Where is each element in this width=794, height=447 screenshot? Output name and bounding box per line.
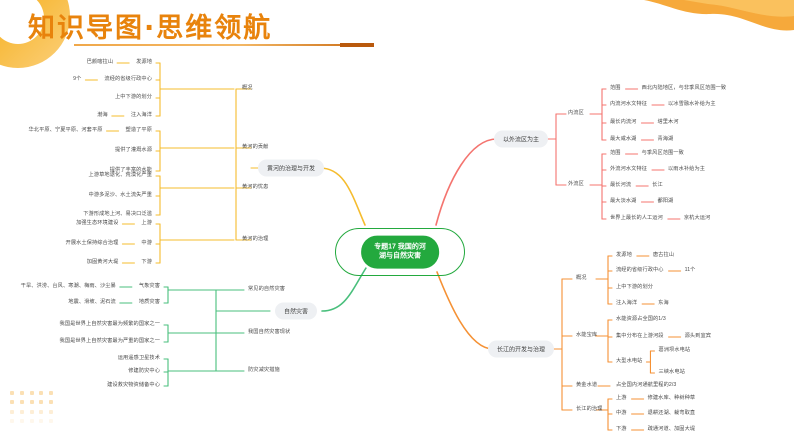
leaf-label: 内流河水文特征 bbox=[610, 101, 648, 108]
leaf-label: 气象灾害 bbox=[138, 283, 160, 290]
group-title-水能宝库: 水能宝库 bbox=[576, 332, 598, 339]
leaf-detail: 9个 bbox=[73, 76, 82, 83]
leaf-label: 地质灾害 bbox=[138, 299, 160, 306]
leaf-label: 世界上最长的人工运河 bbox=[610, 215, 663, 222]
leaf-detail: 以雨水补给为主 bbox=[668, 166, 706, 173]
leaf-detail: 唐古拉山 bbox=[652, 252, 675, 259]
group-title-概况: 概况 bbox=[242, 85, 253, 92]
leaf-detail: 11个 bbox=[684, 267, 696, 274]
leaf-detail: 与季风区范围一致 bbox=[641, 150, 684, 157]
group-title-黄河的治理: 黄河的治理 bbox=[242, 236, 269, 243]
leaf-detail: 华北平原、宁夏平原、河套平原 bbox=[28, 127, 103, 134]
group-title-黄河的贡献: 黄河的贡献 bbox=[242, 144, 269, 151]
center-node-line2: 湖与自然灾害 bbox=[378, 253, 421, 260]
leaf-detail: 修建水库、种树种草 bbox=[647, 395, 696, 402]
leaf-label: 最长内流河 bbox=[610, 119, 637, 126]
leaf-detail: 疏通河道、加固大堤 bbox=[647, 426, 696, 433]
leaf-label: 塑造了平原 bbox=[125, 127, 152, 134]
leaf-label: 上中下游的划分 bbox=[114, 94, 152, 101]
leaf-detail: 东海 bbox=[658, 300, 669, 307]
leaf-label: 下游形成地上河、易决口泛滥 bbox=[83, 211, 152, 218]
leaf-label: 流经的省级行政中心 bbox=[616, 267, 664, 274]
leaf-detail: 京杭大运河 bbox=[683, 215, 711, 222]
leaf-detail: 长江 bbox=[652, 182, 663, 189]
leaf-label: 提供了灌溉水源 bbox=[114, 147, 152, 154]
leaf-detail: 开展水土保持综合治理 bbox=[65, 240, 119, 247]
leaf-label: 水能资源占全国的1/3 bbox=[616, 316, 666, 323]
group-title-黄河的忧患: 黄河的忧患 bbox=[242, 184, 269, 191]
leaf-label: 我国是世界上自然灾害最为频繁的国家之一 bbox=[59, 321, 160, 328]
leaf-label: 修建防灾中心 bbox=[128, 368, 160, 375]
dot-grid-decoration bbox=[10, 391, 56, 425]
center-node-line1: 专题17 我国的河 bbox=[374, 243, 426, 251]
leaf-label: 我国是世界上自然灾害最为严重的国家之一 bbox=[59, 338, 160, 345]
leaf-detail: 干旱、洪涝、台风、寒潮、梅雨、沙尘暴 bbox=[20, 283, 116, 290]
group-title-常见的自然灾害: 常见的自然灾害 bbox=[248, 286, 286, 293]
group-title-黄金水道: 黄金水道 bbox=[576, 382, 598, 389]
leaf-detail: 鄱阳湖 bbox=[657, 198, 674, 205]
page-title-block: 知识导图·思维领航 bbox=[28, 10, 272, 48]
group-title-概况: 概况 bbox=[576, 275, 587, 282]
leaf-label: 流经的省级行政中心 bbox=[104, 76, 152, 83]
leaf-detail: 以冰雪融水补给为主 bbox=[668, 101, 716, 108]
leaf-label: 最长河流 bbox=[610, 182, 632, 189]
branch-root-yellow[interactable]: 黄河的治理与开发 bbox=[257, 159, 325, 177]
branch-root-red[interactable]: 以外流区为主 bbox=[493, 130, 549, 148]
leaf-detail: 退耕还湖、裁弯取直 bbox=[647, 410, 696, 417]
group-title-内流区: 内流区 bbox=[568, 110, 584, 117]
leaf-label: 范围 bbox=[610, 150, 621, 157]
leaf-label: 中游多泥沙、水土流失严重 bbox=[88, 192, 152, 199]
leaf-label: 占全国内河通航里程的2/3 bbox=[616, 382, 677, 389]
leaf-label: 下游 bbox=[616, 426, 627, 433]
connector-line bbox=[321, 267, 367, 312]
title-underline bbox=[74, 44, 374, 46]
title-underline-cap bbox=[340, 43, 374, 47]
leaf-detail: 加固黄河大堤 bbox=[86, 259, 119, 266]
group-title-长江的治理: 长江的治理 bbox=[576, 406, 603, 413]
leaf-label: 最大淡水湖 bbox=[610, 198, 637, 205]
leaf-label: 下游 bbox=[141, 259, 152, 266]
branch-root-orange[interactable]: 长江的开发与治理 bbox=[487, 340, 555, 358]
center-node-ring bbox=[335, 228, 465, 276]
leaf-label: 最大咸水湖 bbox=[610, 136, 637, 143]
leaf-label: 运用遥感卫星技术 bbox=[117, 355, 160, 362]
group-title-我国自然灾害现状: 我国自然灾害现状 bbox=[248, 329, 291, 336]
leaf-label: 集中分布在上游河段 bbox=[616, 333, 664, 340]
leaf-label: 上游 bbox=[141, 220, 152, 227]
leaf-label: 发源地 bbox=[616, 252, 632, 259]
leaf-detail: 地震、滑坡、泥石流 bbox=[68, 299, 116, 306]
leaf-label: 提供了丰富的水能 bbox=[109, 167, 152, 174]
leaf-subdetail: 三峡水电站 bbox=[658, 369, 685, 376]
leaf-label: 大型水电站 bbox=[616, 358, 643, 365]
leaf-detail: 巴颜喀拉山 bbox=[86, 59, 114, 66]
center-node[interactable]: 专题17 我国的河湖与自然灾害 bbox=[361, 235, 439, 269]
leaf-label: 建设救灾物资储备中心 bbox=[107, 382, 160, 389]
leaf-label: 注入海洋 bbox=[130, 112, 152, 119]
leaf-label: 范围 bbox=[610, 85, 621, 92]
connector-line bbox=[435, 138, 498, 226]
top-right-ribbon-decoration bbox=[644, 0, 794, 46]
leaf-detail: 塔里木河 bbox=[657, 119, 679, 126]
leaf-label: 中游 bbox=[616, 410, 627, 417]
leaf-label: 上中下游的划分 bbox=[616, 284, 654, 291]
connector-line bbox=[319, 167, 366, 226]
group-title-防灾减灾措施: 防灾减灾措施 bbox=[248, 367, 280, 374]
leaf-label: 注入海洋 bbox=[616, 300, 638, 307]
group-title-外流区: 外流区 bbox=[568, 181, 584, 188]
leaf-detail: 加强生态环境建设 bbox=[76, 220, 119, 227]
leaf-label: 发源地 bbox=[136, 59, 152, 66]
leaf-subdetail: 葛洲坝水电站 bbox=[658, 347, 691, 354]
leaf-label: 上游草地退化、荒漠化严重 bbox=[88, 172, 152, 179]
page-title: 知识导图·思维领航 bbox=[28, 13, 273, 44]
leaf-label: 中游 bbox=[141, 240, 152, 247]
leaf-label: 外流河水文特征 bbox=[610, 166, 648, 173]
branch-root-green[interactable]: 自然灾害 bbox=[274, 302, 318, 320]
leaf-detail: 渤海 bbox=[97, 112, 108, 119]
leaf-label: 上游 bbox=[616, 395, 627, 402]
leaf-detail: 西北内陆地区，与非季风区范围一致 bbox=[641, 85, 727, 92]
leaf-detail: 源头到宜宾 bbox=[684, 333, 712, 340]
leaf-detail: 青海湖 bbox=[657, 136, 674, 143]
connector-line bbox=[436, 271, 494, 350]
